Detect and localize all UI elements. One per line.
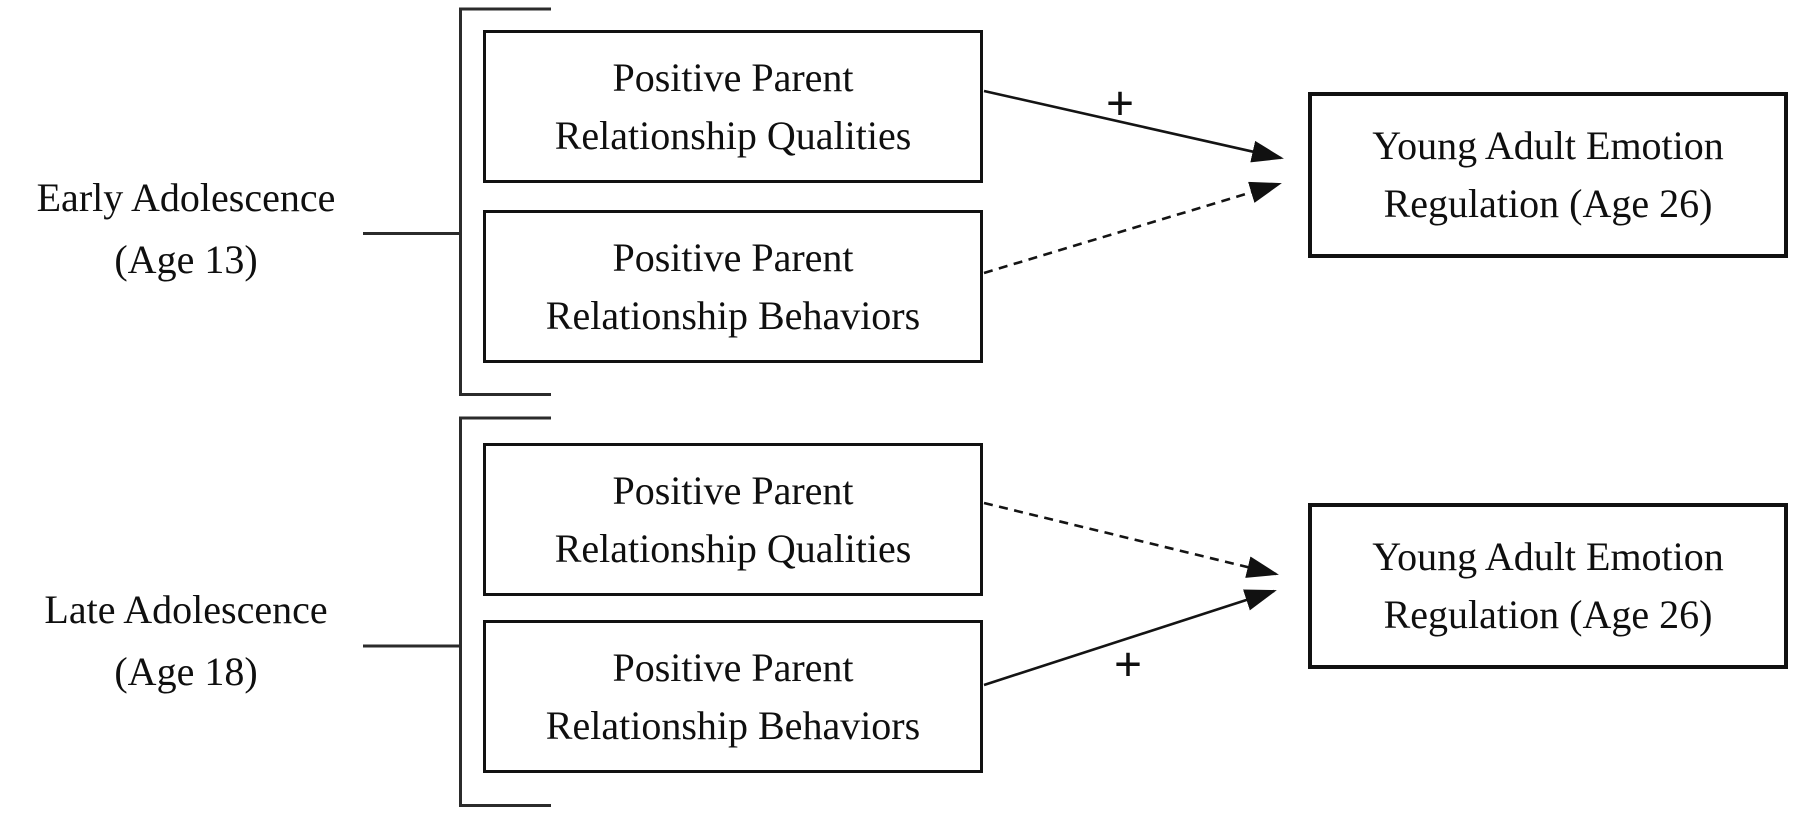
early-group-bracket bbox=[459, 7, 551, 396]
late-section-links bbox=[363, 416, 1279, 807]
early-qualities-box: Positive Parent Relationship Qualities bbox=[483, 30, 983, 183]
early-adolescence-label: Early Adolescence (Age 13) bbox=[36, 175, 336, 282]
early-positive-sign: + bbox=[1105, 75, 1135, 131]
late-behaviors-solid-arrow bbox=[983, 589, 1277, 687]
late-adolescence-label: Late Adolescence (Age 18) bbox=[44, 587, 328, 694]
late-qualities-box: Positive Parent Relationship Qualities bbox=[483, 443, 983, 596]
late-positive-sign: + bbox=[1113, 636, 1143, 692]
early-outcome-box: Young Adult Emotion Regulation (Age 26) bbox=[1308, 92, 1788, 258]
late-behaviors-box: Positive Parent Relationship Behaviors bbox=[483, 620, 983, 773]
early-behaviors-box: Positive Parent Relationship Behaviors bbox=[483, 210, 983, 363]
early-section-links bbox=[363, 7, 1284, 396]
late-outcome-box: Young Adult Emotion Regulation (Age 26) bbox=[1308, 503, 1788, 669]
early-behaviors-dashed-arrow bbox=[983, 181, 1282, 275]
late-qualities-dashed-arrow bbox=[983, 501, 1279, 578]
late-group-bracket bbox=[459, 416, 551, 807]
early-qualities-solid-arrow bbox=[983, 89, 1284, 163]
